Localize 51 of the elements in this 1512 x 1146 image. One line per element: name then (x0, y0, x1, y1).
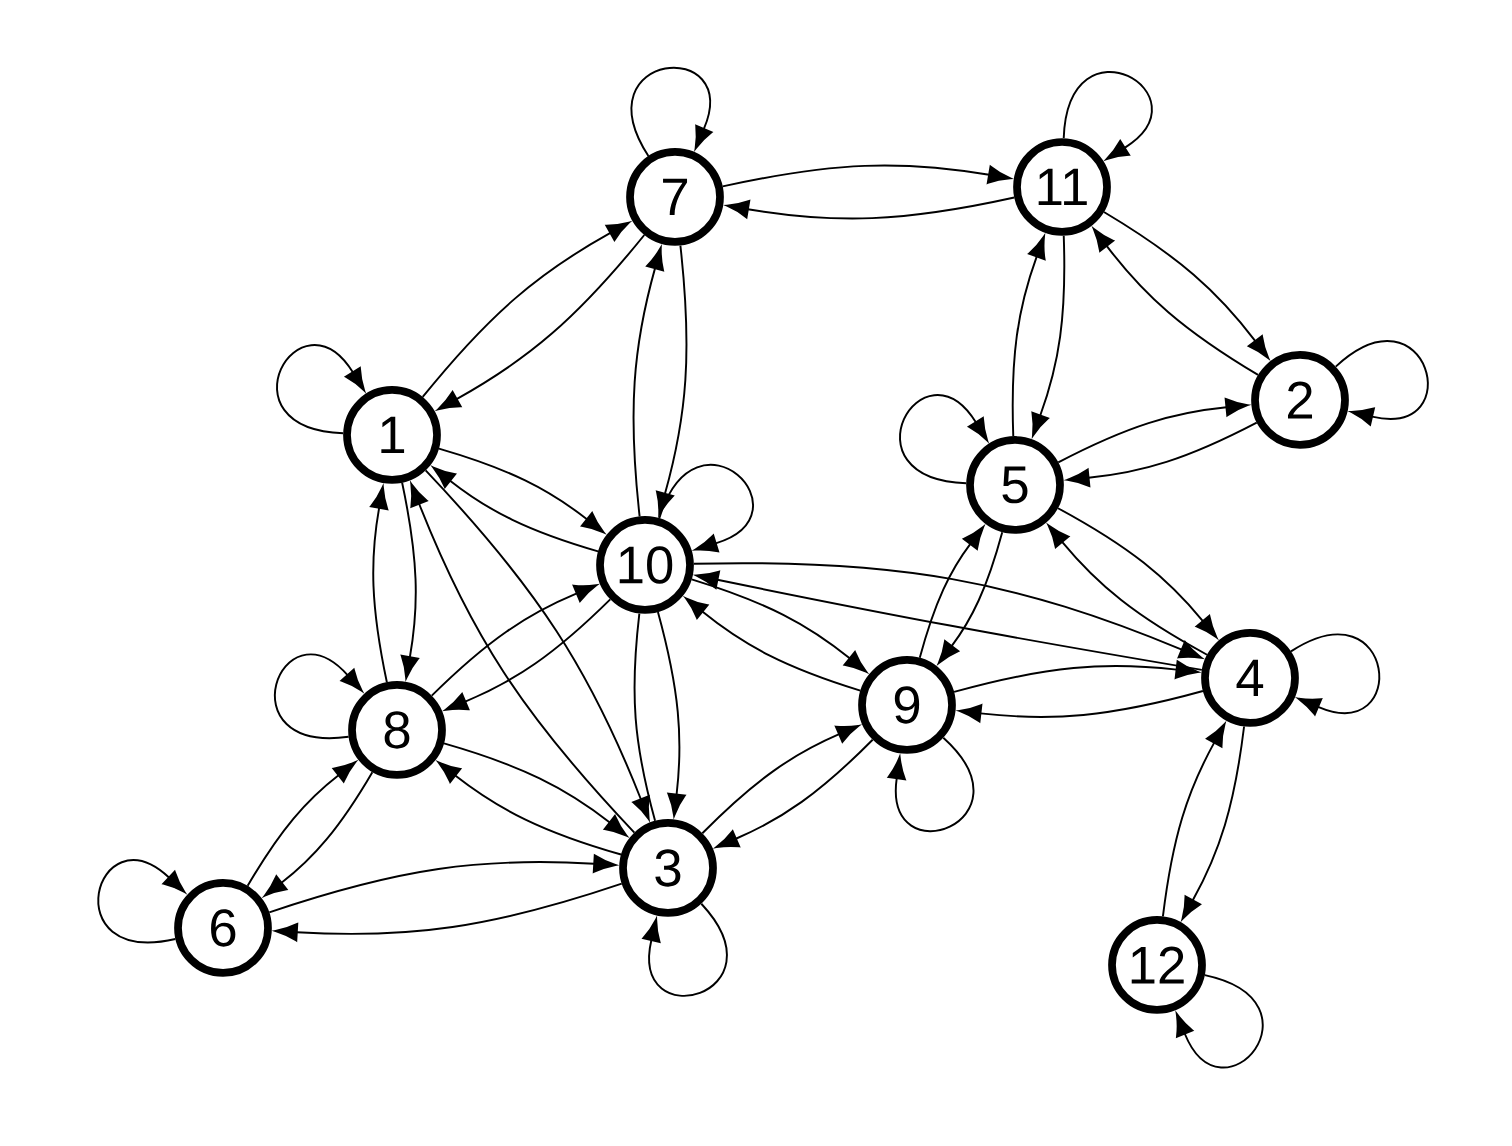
arrow (410, 483, 636, 834)
arrow (1011, 235, 1046, 438)
arrow (263, 771, 374, 897)
arrow (430, 584, 598, 697)
arrow (656, 611, 686, 817)
arrow (1031, 234, 1066, 437)
arrow (246, 761, 357, 887)
arrow (690, 578, 868, 673)
arrow (1175, 974, 1264, 1069)
arrow (424, 469, 650, 820)
arrow (721, 164, 1011, 188)
arrow (701, 724, 860, 835)
arrow (1181, 725, 1246, 920)
arrow (421, 221, 630, 398)
arrow (1092, 228, 1259, 376)
arrow (632, 246, 664, 518)
arrow (1047, 524, 1208, 656)
arrow (268, 854, 617, 914)
arrow (1103, 211, 1270, 359)
arrow (273, 653, 363, 739)
arrow (444, 598, 612, 711)
arrow (1334, 340, 1429, 426)
arrow (274, 882, 623, 942)
arrow (695, 570, 1203, 671)
arrow (684, 597, 862, 692)
arrow (97, 859, 186, 944)
arrow (1066, 421, 1258, 487)
arrow (437, 761, 622, 856)
arrow (276, 344, 365, 435)
arrow (1057, 398, 1249, 464)
arrow (642, 902, 728, 997)
arrow (1290, 633, 1380, 716)
arrow (432, 466, 600, 553)
arrow (899, 394, 989, 485)
arrow (370, 485, 389, 684)
arrow (953, 660, 1199, 693)
arrow (1161, 723, 1226, 918)
arrow (630, 67, 713, 157)
arrow (715, 738, 874, 849)
arrow (656, 244, 688, 516)
arrow (437, 234, 646, 411)
arrow (692, 562, 1203, 659)
arrow (937, 531, 1004, 664)
arrow (658, 463, 754, 553)
arrow (726, 196, 1016, 220)
arrow (918, 526, 985, 659)
arrow (1062, 71, 1153, 160)
arrow (887, 736, 975, 832)
arrow (443, 742, 628, 837)
arrow (1057, 507, 1218, 639)
arrow (437, 447, 605, 534)
